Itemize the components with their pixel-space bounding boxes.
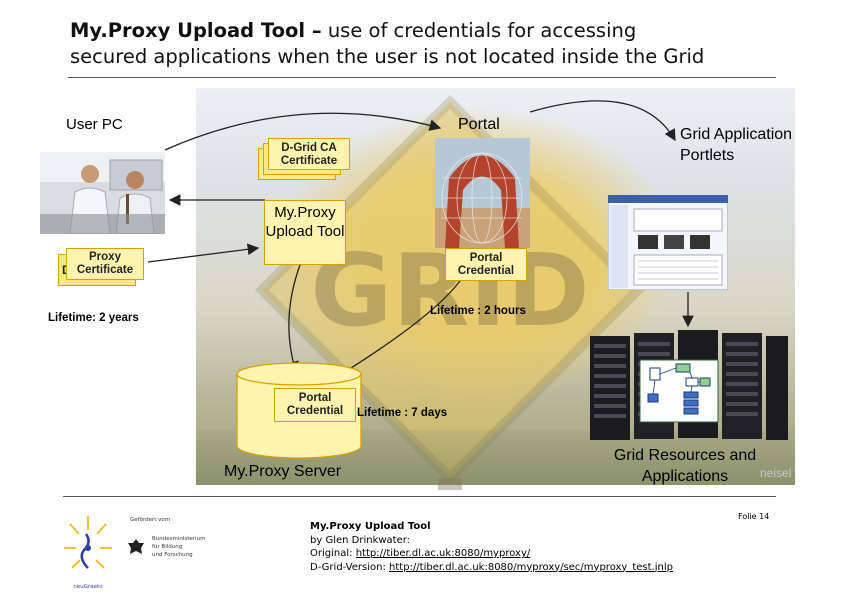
title-rest-line1: use of credentials for accessing — [321, 19, 637, 42]
dgrid-ca-certificate-stack: D-Grid CA Certificate — [258, 138, 354, 184]
logo-caption: neuGraeto — [73, 584, 103, 590]
lifetime-hours-label: Lifetime : 2 hours — [430, 305, 526, 317]
myproxy-upload-tool-box: My.Proxy Upload Tool — [264, 200, 346, 265]
portal-arch-image — [435, 138, 530, 248]
title-bold: My.Proxy Upload Tool – — [70, 19, 322, 42]
lifetime-years-label: Lifetime: 2 years — [48, 312, 139, 324]
title-line2: secured applications when the user is no… — [70, 45, 705, 68]
user-pc-label: User PC — [66, 116, 123, 133]
user-pc-photo — [40, 152, 165, 234]
portal-label: Portal — [458, 116, 500, 133]
d-grid-logo: neuGraeto — [64, 516, 112, 590]
dgrid-url-link[interactable]: http://tiber.dl.ac.uk:8080/myproxy/sec/m… — [389, 561, 673, 573]
portal-credential-top: Portal Credential — [445, 248, 527, 281]
sponsor-top: Gefördert vom — [130, 517, 171, 523]
portal-credential-db: Portal Credential — [274, 388, 356, 422]
grid-portlets-label: Grid Application Portlets — [680, 126, 793, 164]
ministry-name: Bundesministerium für Bildung und Forsch… — [152, 536, 206, 558]
footer-divider — [63, 496, 776, 497]
grid-resources-label: Grid Resources and Applications — [613, 447, 757, 485]
footer-original-label: Original: — [310, 548, 356, 559]
sponsor-block: Gefördert vom — [130, 517, 170, 524]
arrow-portal-to-portlets — [529, 100, 676, 142]
arrow-tool-to-server — [287, 264, 301, 374]
footer-dgrid-label: D-Grid-Version: — [310, 561, 390, 573]
arrow-proxy-to-tool — [147, 243, 260, 263]
grid-road-sign-image: GRID — [254, 94, 646, 490]
slide-title: My.Proxy Upload Tool – use of credential… — [70, 18, 790, 70]
footer-by-line: by Glen Drinkwater: — [310, 534, 411, 546]
arrow-userpc-to-portal — [164, 112, 442, 151]
proxy-certificate: Proxy Certificate — [66, 248, 144, 280]
original-url-link[interactable]: http://tiber.dl.ac.uk:8080/myproxy/ — [355, 548, 531, 559]
footer-credits: My.Proxy Upload Tool by Glen Drinkwater:… — [310, 520, 673, 574]
footer-tool-name: My.Proxy Upload Tool — [310, 521, 431, 532]
photo-watermark: neisel — [760, 466, 792, 480]
lifetime-days-label: Lifetime : 7 days — [357, 407, 448, 419]
title-divider — [68, 77, 776, 78]
proxy-certificate-stack: D Proxy Certificate — [58, 248, 148, 292]
dgrid-ca-certificate: D-Grid CA Certificate — [268, 138, 350, 170]
grid-resources-servers-image — [590, 330, 788, 440]
portlet-screenshot-image — [608, 195, 728, 290]
slide-number: Folie 14 — [738, 512, 770, 521]
myproxy-server-label: My.Proxy Server — [224, 463, 342, 480]
federal-eagle-icon — [128, 539, 144, 554]
